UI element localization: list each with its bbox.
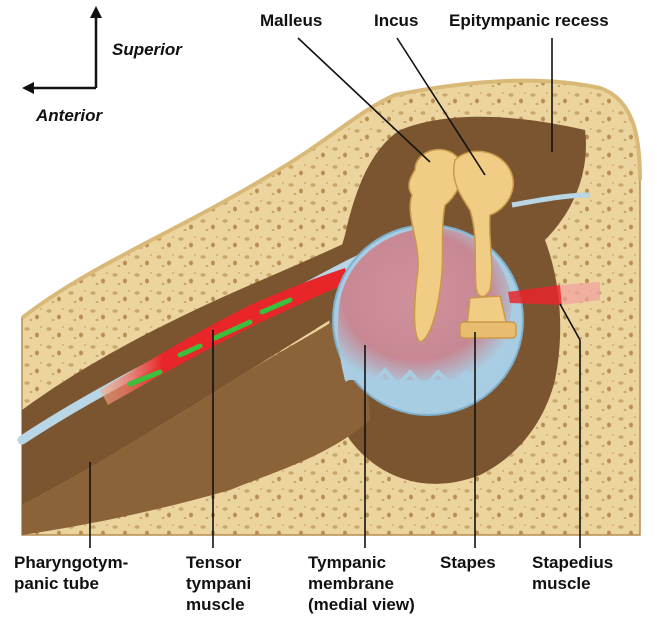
tympanic-membrane-label: Tympanic membrane (medial view) [308, 552, 415, 615]
malleus-label: Malleus [260, 10, 322, 31]
stapedius-line-1: Stapedius [532, 552, 613, 573]
tympanic-membrane-line-1: Tympanic [308, 552, 415, 573]
epitympanic-recess-label: Epitympanic recess [449, 10, 609, 31]
tympanic-membrane-line-2: membrane [308, 573, 415, 594]
stapes-label: Stapes [440, 552, 496, 573]
pharyngotympanic-tube-line-2: panic tube [14, 573, 128, 594]
superior-label: Superior [112, 40, 182, 60]
tensor-tympani-line-3: muscle [186, 594, 251, 615]
orientation-arrows [22, 6, 102, 94]
tensor-tympani-line-1: Tensor [186, 552, 251, 573]
incus-label: Incus [374, 10, 418, 31]
pharyngotympanic-tube-label: Pharyngotym- panic tube [14, 552, 128, 594]
pharyngotympanic-tube-line-1: Pharyngotym- [14, 552, 128, 573]
stapedius-label: Stapedius muscle [532, 552, 613, 594]
tympanic-membrane-line-3: (medial view) [308, 594, 415, 615]
tensor-tympani-line-2: tympani [186, 573, 251, 594]
stapedius-line-2: muscle [532, 573, 613, 594]
anterior-label: Anterior [36, 106, 102, 126]
tensor-tympani-label: Tensor tympani muscle [186, 552, 251, 615]
